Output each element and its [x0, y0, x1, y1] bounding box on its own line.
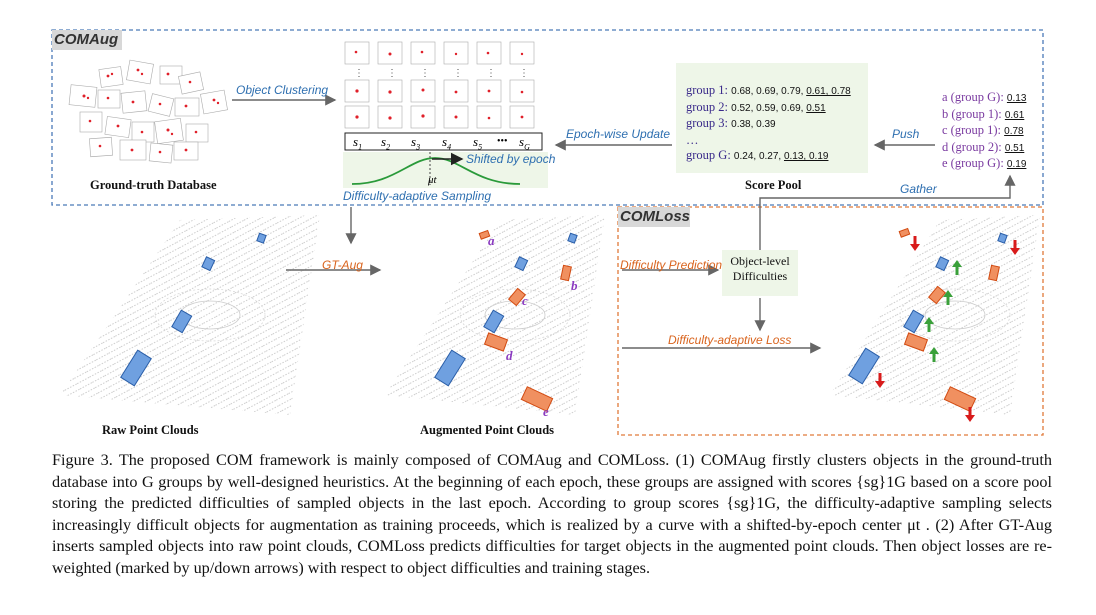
score-pool-title: Score Pool — [745, 178, 802, 192]
comloss-tag: COMLoss — [620, 208, 691, 225]
object-score-row: b (group 1): 0.61 — [942, 106, 1025, 121]
sample-label-3: s3 — [411, 134, 421, 152]
gt-database-points — [82, 68, 220, 154]
up-arrows — [924, 260, 962, 362]
score-pool-row: … — [686, 132, 699, 147]
gt-aug-label: GT-Aug — [322, 258, 363, 272]
epoch-update-label: Epoch-wise Update — [566, 127, 671, 141]
score-pool-row: group G: 0.24, 0.27, 0.13, 0.19 — [686, 148, 829, 162]
difficulty-loss-label: Difficulty-adaptive Loss — [668, 333, 792, 347]
score-pool-row: group 1: 0.68, 0.69, 0.79, 0.61, 0.78 — [686, 83, 851, 97]
down-arrows — [875, 236, 1020, 422]
object-letter-a: a — [488, 233, 495, 248]
sample-label-2: s2 — [381, 134, 391, 152]
object-score-row: d (group 2): 0.51 — [942, 139, 1025, 154]
mu-t-label: μt — [428, 174, 437, 186]
raw-pc-label: Raw Point Clouds — [102, 423, 199, 437]
object-difficulties-box — [722, 250, 798, 296]
comloss-region — [617, 206, 1044, 436]
object-letter-c: c — [522, 293, 528, 308]
diagram-svg: ⋮ ⋮ ⋮ ⋮ ⋮ ⋮ — [51, 29, 1044, 436]
score-pool-list: group 1: 0.68, 0.69, 0.79, 0.61, 0.78 gr… — [686, 83, 851, 165]
svg-text:⋮: ⋮ — [420, 68, 430, 79]
sampling-curve — [351, 157, 521, 185]
comaug-region — [51, 29, 1044, 206]
score-pool-row: group 2: 0.52, 0.59, 0.69, 0.51 — [686, 99, 826, 114]
gt-database-thumbnails — [68, 59, 228, 164]
aug-pc-label: Augmented Point Clouds — [420, 423, 555, 437]
sampling-curve-panel — [343, 152, 548, 188]
caption-text: Figure 3. The proposed COM framework is … — [52, 451, 1052, 577]
sample-label-4: s4 — [442, 134, 452, 152]
object-difficulties-label: Object-level Difficulties — [730, 254, 790, 283]
svg-text:⋮: ⋮ — [453, 68, 463, 79]
sample-label-g: sG — [519, 134, 530, 152]
sample-label-5: s5 — [473, 134, 483, 152]
difficulty-prediction-label: Difficulty Prediction — [620, 258, 723, 272]
object-score-list: a (group G): 0.13 b (group 1): 0.61 c (g… — [942, 90, 1026, 173]
gather-label: Gather — [900, 182, 937, 196]
gt-database-label: Ground-truth Database — [90, 178, 217, 192]
sample-score-row — [344, 132, 543, 151]
weighted-point-cloud — [830, 215, 1040, 415]
difficulty-sampling-label: Difficulty-adaptive Sampling — [343, 189, 492, 203]
score-pool-row: group 3: 0.38, 0.39 — [686, 116, 776, 130]
object-score-row: e (group G): 0.19 — [942, 156, 1027, 170]
shifted-by-epoch-label: Shifted by epoch — [466, 152, 556, 166]
svg-text:⋮: ⋮ — [387, 68, 397, 79]
comaug-tag: COMAug — [54, 31, 119, 48]
figure: ⋮ ⋮ ⋮ ⋮ ⋮ ⋮ — [51, 29, 1044, 437]
object-clustering-label: Object Clustering — [236, 83, 329, 97]
cluster-grid — [344, 41, 535, 129]
push-label: Push — [892, 127, 920, 141]
svg-text:⋮: ⋮ — [519, 68, 529, 79]
sample-row-labels: s1 s2 s3 s4 s5 ••• sG — [345, 133, 542, 152]
object-score-row: c (group 1): 0.78 — [942, 123, 1024, 137]
svg-text:⋮: ⋮ — [354, 68, 364, 79]
figure-caption: Figure 3. The proposed COM framework is … — [52, 450, 1052, 580]
score-pool-box — [676, 63, 868, 173]
object-letter-d: d — [506, 348, 513, 363]
sample-ellipsis: ••• — [497, 136, 508, 147]
svg-text:⋮: ⋮ — [486, 68, 496, 79]
sample-label-1: s1 — [353, 134, 363, 152]
object-letter-e: e — [543, 404, 549, 419]
object-score-row: a (group G): 0.13 — [942, 90, 1027, 104]
object-letter-b: b — [571, 278, 578, 293]
